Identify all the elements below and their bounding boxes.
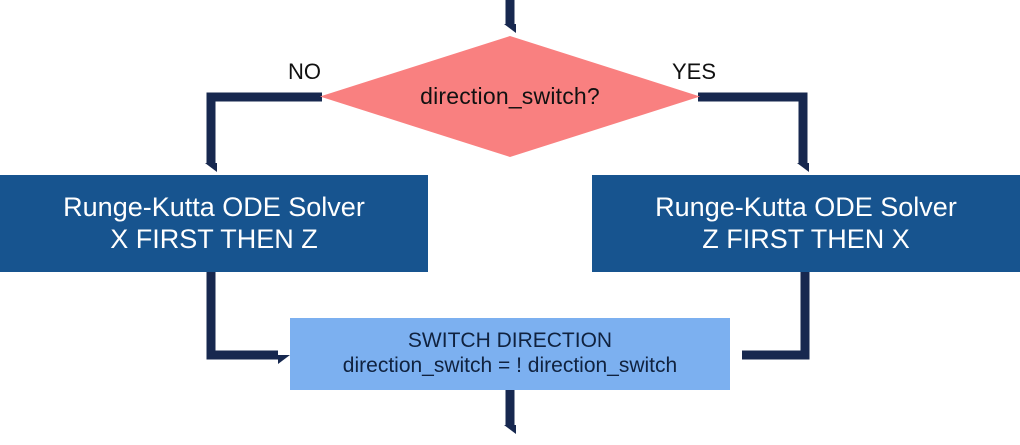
process-box-left-line1: Runge-Kutta ODE Solver (63, 191, 365, 222)
switch-direction-line2: direction_switch = ! direction_switch (342, 354, 678, 377)
switch-direction-box[interactable]: SWITCH DIRECTION direction_switch = ! di… (290, 318, 730, 390)
process-box-left[interactable]: Runge-Kutta ODE Solver X FIRST THEN Z (0, 175, 428, 272)
connector-no-branch (211, 92, 322, 163)
process-box-right-line2: Z FIRST THEN X (702, 223, 910, 254)
decision-diamond-shape[interactable] (320, 36, 700, 157)
process-box-right-line1: Runge-Kutta ODE Solver (655, 191, 957, 222)
switch-direction-line1: SWITCH DIRECTION (407, 329, 613, 353)
connector-left-to-switch (206, 272, 278, 355)
process-box-right[interactable]: Runge-Kutta ODE Solver Z FIRST THEN X (592, 175, 1020, 272)
connector-right-to-switch (742, 272, 810, 360)
edge-label-yes: YES (672, 59, 717, 84)
decision-diamond-label: direction_switch? (420, 83, 600, 109)
connector-yes-branch (698, 92, 803, 163)
edge-label-no: NO (288, 59, 321, 84)
process-box-left-line2: X FIRST THEN Z (110, 223, 318, 254)
